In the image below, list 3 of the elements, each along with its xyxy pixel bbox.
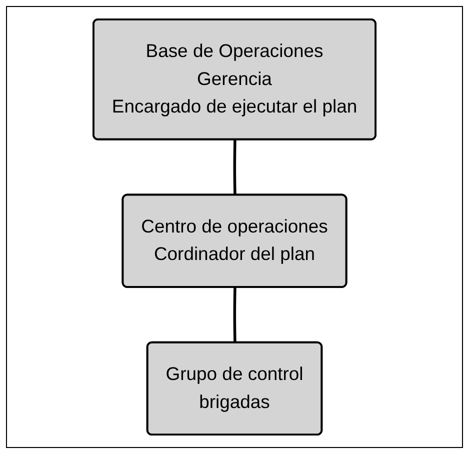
diagram-frame: Base de Operaciones Gerencia Encargado de ejecutar el plan Centro de operaciones Cordinador del plan Grupo de control brigadas (6, 6, 463, 448)
connector (233, 287, 236, 343)
connector (233, 140, 236, 196)
